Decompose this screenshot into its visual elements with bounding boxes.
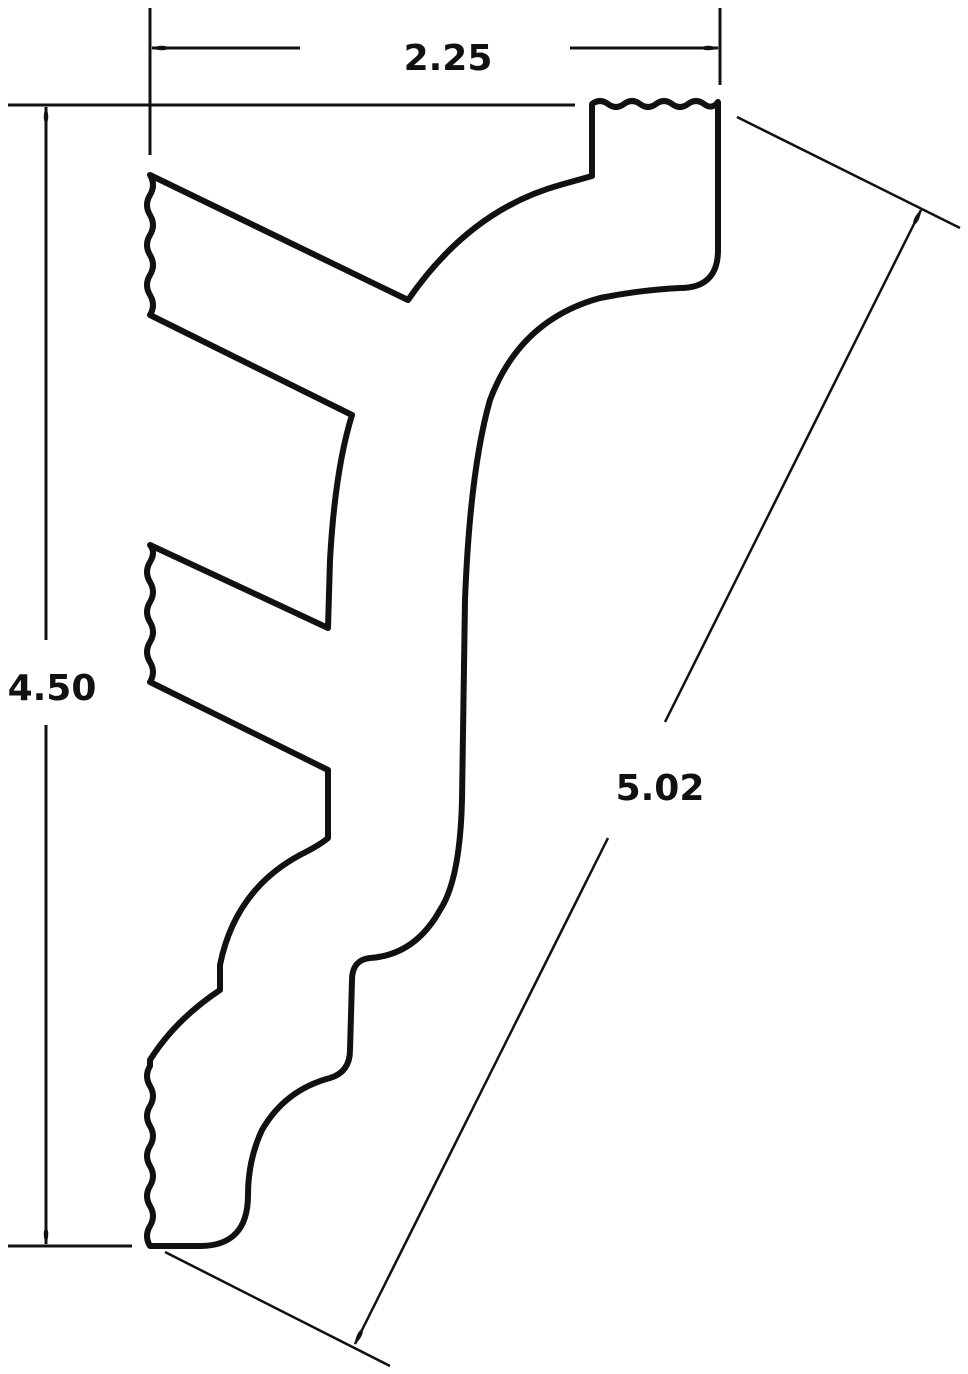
diagonal-dimension: 5.02 xyxy=(164,115,961,1368)
molding-profile-outline xyxy=(144,98,721,1249)
height-dimension: 4.50 xyxy=(8,103,575,1248)
height-label: 4.50 xyxy=(8,668,97,709)
width-label: 2.25 xyxy=(404,38,493,79)
extension-line-diag-top xyxy=(736,115,961,230)
diagonal-arrow-up xyxy=(663,209,923,723)
width-dimension: 2.25 xyxy=(148,8,722,155)
diagonal-label: 5.02 xyxy=(616,768,705,809)
diagonal-arrow-down xyxy=(353,837,610,1345)
extension-line-diag-bottom xyxy=(164,1250,391,1368)
